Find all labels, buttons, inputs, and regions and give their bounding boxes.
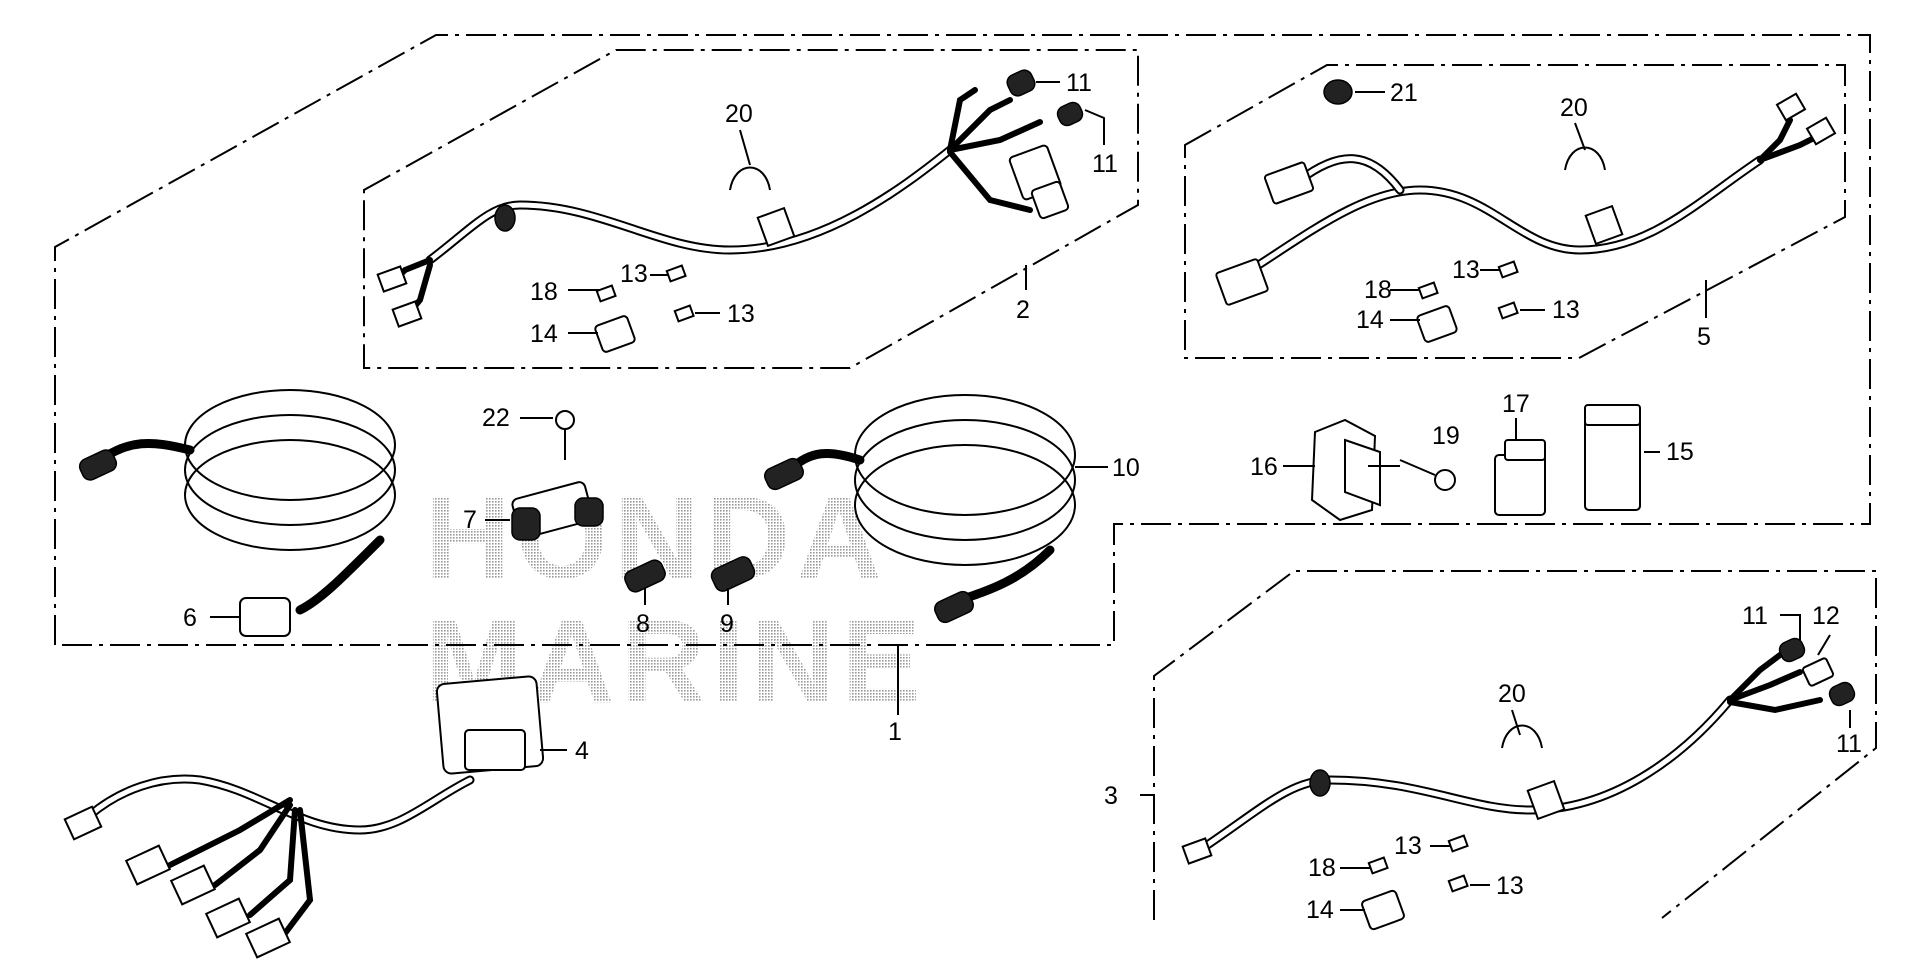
callout-8: 8 (636, 610, 650, 638)
group-outline-3 (1153, 570, 1877, 920)
harness-kit-5 (1215, 79, 1837, 343)
callout-11-b: 11 (1092, 150, 1118, 178)
group-outline-5 (1184, 64, 1846, 359)
callout-13-f: 13 (1496, 872, 1524, 900)
callout-14-c: 14 (1306, 896, 1334, 924)
harness-kit-3 (1181, 637, 1856, 931)
callout-12: 12 (1812, 602, 1840, 630)
cover-17 (1494, 439, 1546, 516)
callout-11-d: 11 (1836, 730, 1862, 758)
coiled-cable-6 (78, 389, 396, 637)
callout-20-b: 20 (1560, 94, 1588, 122)
callout-14-b: 14 (1356, 306, 1384, 334)
callout-labels: 1 2 3 4 5 6 7 8 9 10 11 11 11 11 12 13 1… (183, 69, 1862, 924)
callout-21: 21 (1390, 79, 1418, 107)
callout-16: 16 (1250, 453, 1278, 481)
callout-18-c: 18 (1308, 854, 1336, 882)
callout-7: 7 (463, 506, 477, 534)
callout-11-c: 11 (1742, 602, 1768, 630)
callout-5: 5 (1697, 323, 1711, 351)
callout-20-a: 20 (725, 100, 753, 128)
callout-18-b: 18 (1364, 276, 1392, 304)
callout-13-d: 13 (1552, 296, 1580, 324)
group-outline-2 (363, 49, 1139, 369)
group-outline-1 (54, 34, 1871, 646)
watermark-line-1: HONDA (425, 472, 888, 604)
terminator-9 (710, 556, 756, 592)
terminator-8 (624, 559, 666, 593)
callout-20-c: 20 (1498, 680, 1526, 708)
callout-17: 17 (1502, 390, 1530, 418)
callout-15: 15 (1666, 438, 1694, 466)
callout-19: 19 (1432, 422, 1460, 450)
callout-1: 1 (888, 718, 902, 746)
coiled-cable-10 (764, 394, 1076, 624)
callout-11-a: 11 (1066, 69, 1092, 97)
callout-13-a: 13 (620, 260, 648, 288)
callout-13-e: 13 (1394, 832, 1422, 860)
bracket-16 (1310, 418, 1381, 522)
callout-18-a: 18 (530, 278, 558, 306)
callout-2: 2 (1016, 296, 1030, 324)
callout-10: 10 (1112, 454, 1140, 482)
callout-4: 4 (575, 737, 589, 765)
callout-9: 9 (720, 610, 734, 638)
callout-14-a: 14 (530, 320, 558, 348)
callout-13-b: 13 (727, 300, 755, 328)
callout-6: 6 (183, 604, 197, 632)
harness-4 (63, 675, 545, 959)
callout-3: 3 (1104, 782, 1118, 810)
screw-19 (1399, 459, 1456, 491)
honda-marine-watermark: HONDA MARINE (425, 472, 920, 728)
leader-lines (210, 81, 1851, 911)
tee-connector-7 (511, 410, 604, 541)
relay-15 (1584, 404, 1641, 511)
callout-13-c: 13 (1452, 256, 1480, 284)
harness-kit-2 (376, 69, 1084, 353)
callout-22: 22 (482, 404, 510, 432)
